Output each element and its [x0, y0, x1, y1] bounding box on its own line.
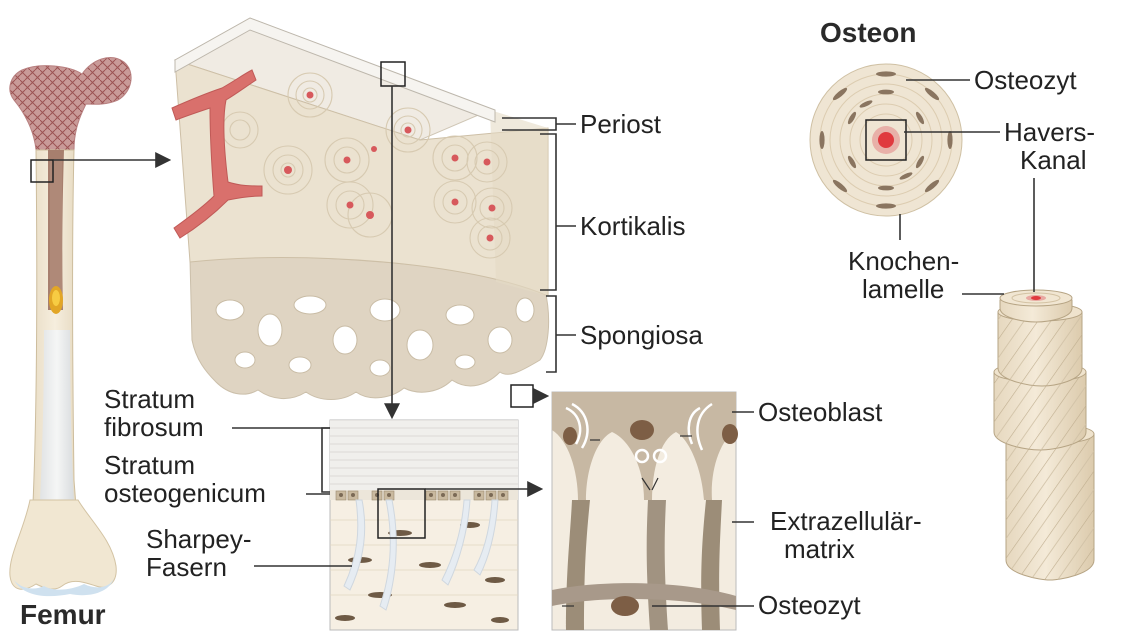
- osteozyt-cell-label: Osteozyt: [758, 590, 861, 620]
- femur-title: Femur: [20, 599, 106, 630]
- extrazellular-label-1: Extrazellulär-: [770, 506, 922, 536]
- osteoblast-label: Osteoblast: [758, 397, 883, 427]
- extrazellular-label-2: matrix: [784, 534, 855, 564]
- stratum-osteogenicum-label-2: osteogenicum: [104, 478, 266, 508]
- havers-kanal-label-1: Havers-: [1004, 117, 1095, 147]
- spongiosa-label: Spongiosa: [580, 320, 703, 350]
- kortikalis-label: Kortikalis: [580, 211, 685, 241]
- knochenlamelle-label-1: Knochen-: [848, 246, 959, 276]
- havers-kanal-label-2: Kanal: [1020, 145, 1087, 175]
- cell-detail-panel: [552, 392, 738, 630]
- knochenlamelle-label-2: lamelle: [862, 274, 944, 304]
- periost-detail-panel: [330, 420, 518, 630]
- osteozyt-osteon-label: Osteozyt: [974, 65, 1077, 95]
- spongiosa-detail-box: [511, 385, 533, 407]
- osteon-illustration: Osteon: [810, 17, 1094, 580]
- bone-block-illustration: [172, 18, 549, 407]
- stratum-osteogenicum-label-1: Stratum: [104, 450, 195, 480]
- periost-detail-labels: Stratum fibrosum Stratum osteogenicum Sh…: [104, 384, 352, 582]
- sharpey-fasern-label-2: Fasern: [146, 552, 227, 582]
- sharpey-fasern-label-1: Sharpey-: [146, 524, 252, 554]
- periost-label: Periost: [580, 109, 662, 139]
- osteon-title: Osteon: [820, 17, 916, 48]
- stratum-fibrosum-label-2: fibrosum: [104, 412, 204, 442]
- femur-illustration: Femur: [10, 58, 131, 630]
- stratum-fibrosum-label-1: Stratum: [104, 384, 195, 414]
